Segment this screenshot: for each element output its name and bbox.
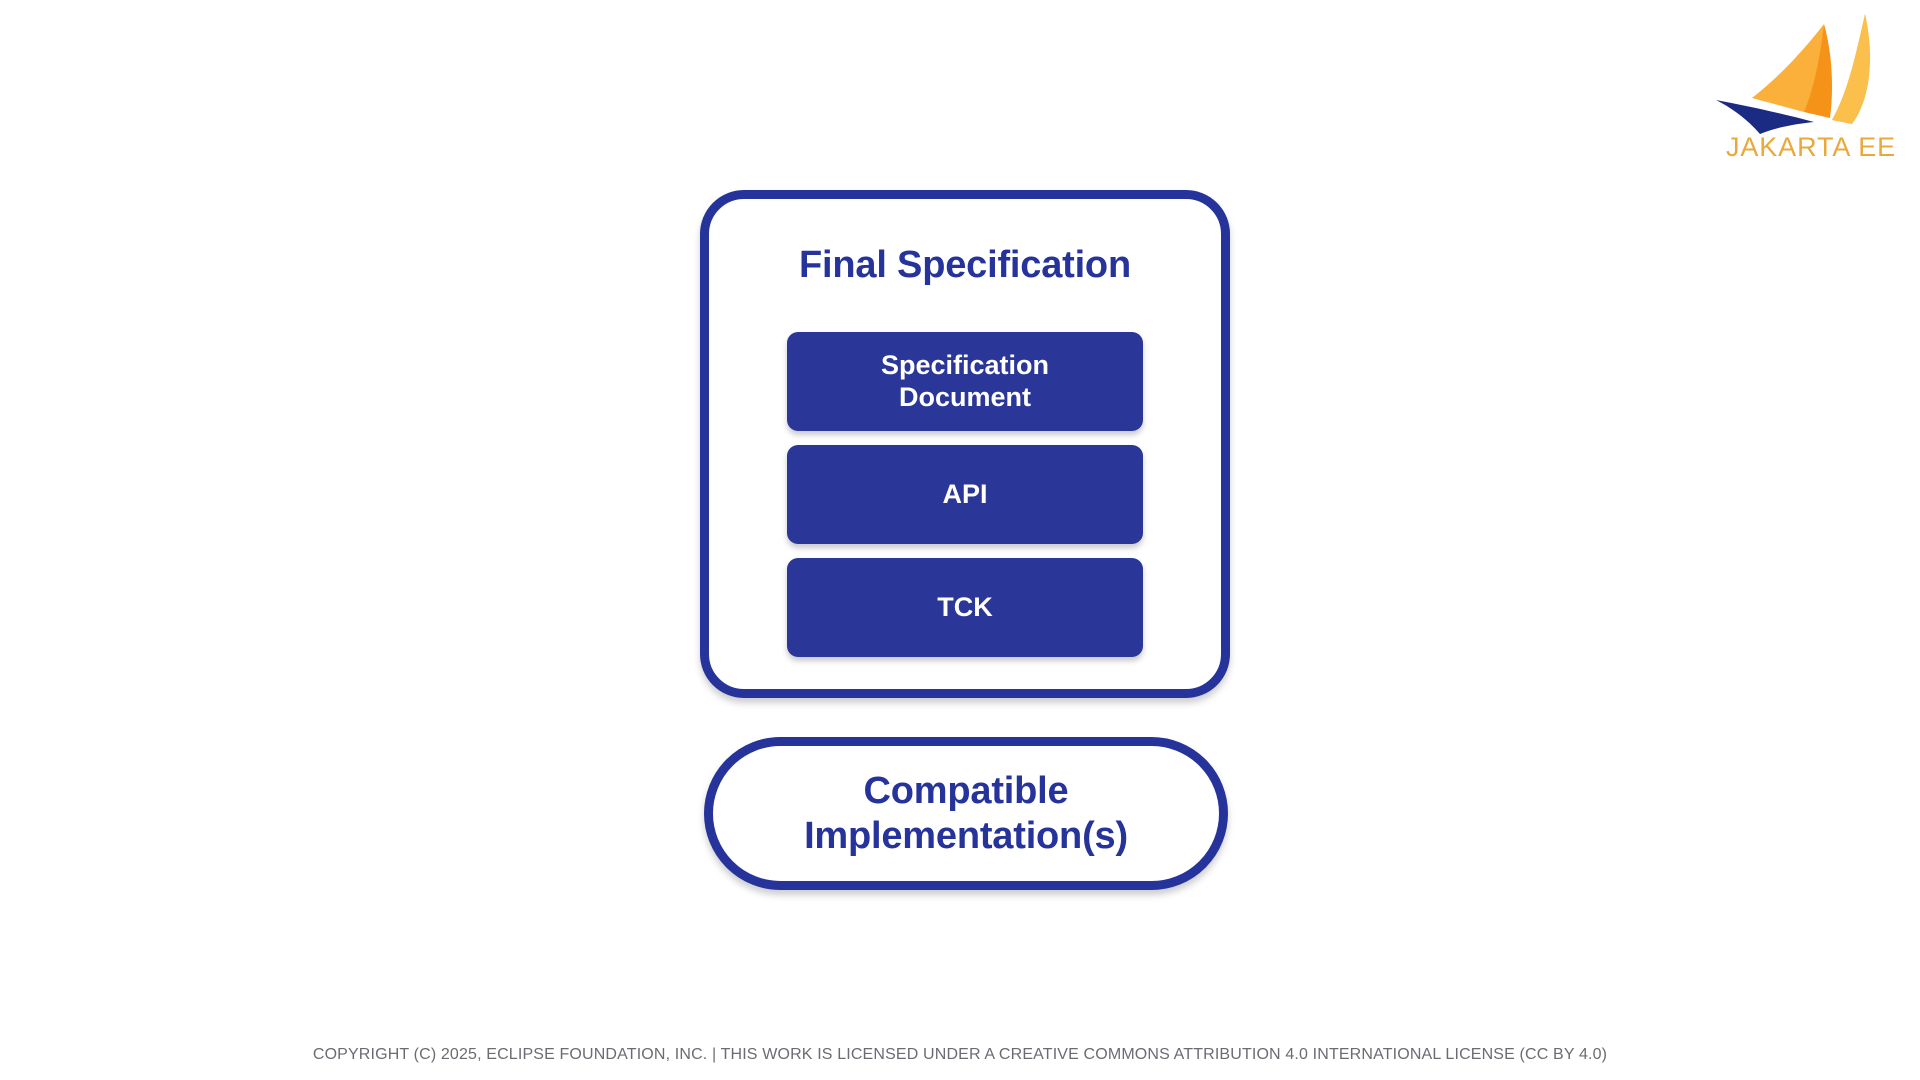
implementation-label-line-1: Compatible: [863, 769, 1069, 812]
artifact-box-api[interactable]: API: [787, 445, 1143, 544]
artifact-label-tck: TCK: [937, 591, 993, 622]
jakarta-ee-wordmark: JAKARTA EE: [1725, 132, 1897, 162]
artifact-box-specification-document[interactable]: Specification Document: [787, 332, 1143, 431]
artifact-box-tck[interactable]: TCK: [787, 558, 1143, 657]
final-specification-title: Final Specification: [799, 244, 1131, 286]
jakarta-ee-logo: JAKARTA EE: [1708, 2, 1914, 174]
final-specification-card: Final Specification Specification Docume…: [700, 190, 1230, 698]
artifact-label-api: API: [942, 478, 988, 509]
jakarta-ee-sailboat-icon: [1716, 14, 1871, 134]
compatible-implementations-pill[interactable]: Compatible Implementation(s): [704, 737, 1228, 890]
implementation-label-line-2: Implementation(s): [804, 814, 1128, 857]
specification-artifact-stack: Specification Document API TCK: [709, 332, 1221, 657]
artifact-label-line-1: Specification: [880, 349, 1050, 380]
artifact-label-line-2: Document: [898, 381, 1031, 412]
copyright-footer: COPYRIGHT (C) 2025, ECLIPSE FOUNDATION, …: [312, 1046, 1608, 1063]
